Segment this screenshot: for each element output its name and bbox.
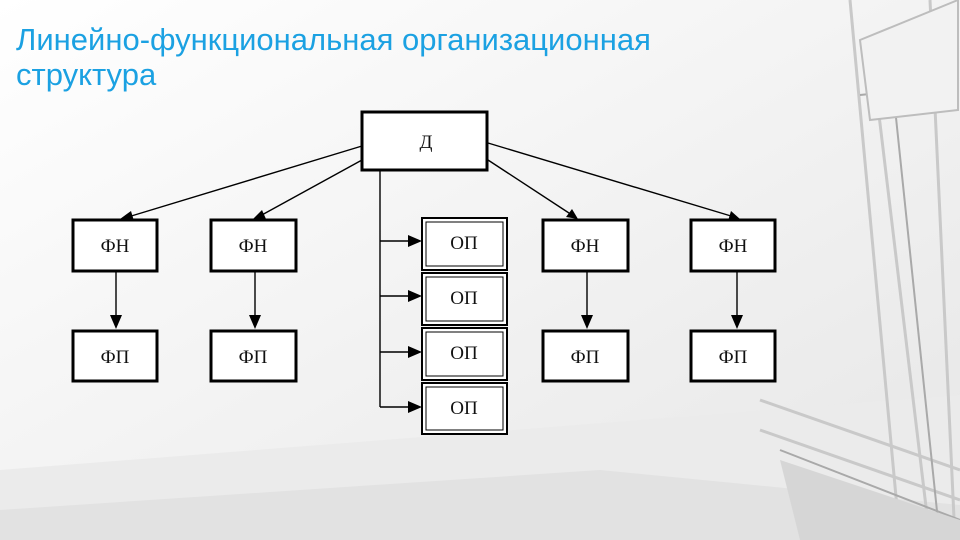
production-unit-label: ОП bbox=[450, 343, 478, 364]
arrowhead-op3 bbox=[408, 346, 422, 358]
arrowhead-fn3 bbox=[566, 209, 578, 219]
director-label: Д bbox=[420, 132, 433, 153]
functional-head-1: ФН bbox=[71, 218, 159, 273]
production-unit-1: ОП bbox=[421, 217, 508, 271]
arrowhead-fn2 bbox=[253, 210, 266, 219]
functional-unit-label: ФП bbox=[719, 347, 748, 368]
connector-d-fn1 bbox=[127, 145, 363, 218]
functional-unit-label: ФП bbox=[239, 347, 268, 368]
functional-unit-3: ФП bbox=[541, 329, 630, 383]
functional-head-4: ФН bbox=[689, 218, 777, 273]
arrowhead-op4 bbox=[408, 401, 422, 413]
production-unit-label: ОП bbox=[450, 233, 478, 254]
functional-head-2: ФН bbox=[209, 218, 298, 273]
arrowhead-op1 bbox=[408, 235, 422, 247]
production-unit-label: ОП bbox=[450, 398, 478, 419]
connector-d-fn3 bbox=[487, 159, 573, 216]
production-unit-label: ОП bbox=[450, 288, 478, 309]
arrowhead-fp1 bbox=[110, 315, 122, 329]
connector-d-fn4 bbox=[487, 142, 732, 217]
production-unit-4: ОП bbox=[421, 382, 508, 435]
functional-unit-4: ФП bbox=[689, 329, 777, 383]
functional-head-label: ФН bbox=[101, 236, 130, 257]
arrowhead-op2 bbox=[408, 290, 422, 302]
functional-head-3: ФН bbox=[541, 218, 630, 273]
arrowhead-fp3 bbox=[581, 315, 593, 329]
slide-title: Линейно-функциональная организационная с… bbox=[16, 22, 651, 92]
functional-unit-1: ФП bbox=[71, 329, 159, 383]
arrowhead-fp2 bbox=[249, 315, 261, 329]
director-box: Д bbox=[360, 110, 489, 172]
production-unit-2: ОП bbox=[421, 272, 508, 326]
functional-head-label: ФН bbox=[719, 236, 748, 257]
functional-unit-label: ФП bbox=[571, 347, 600, 368]
connector-d-fn2 bbox=[259, 159, 363, 217]
functional-head-label: ФН bbox=[571, 236, 600, 257]
functional-head-label: ФН bbox=[239, 236, 268, 257]
arrowhead-fp4 bbox=[731, 315, 743, 329]
functional-unit-2: ФП bbox=[209, 329, 298, 383]
functional-unit-label: ФП bbox=[101, 347, 130, 368]
production-unit-3: ОП bbox=[421, 327, 508, 381]
